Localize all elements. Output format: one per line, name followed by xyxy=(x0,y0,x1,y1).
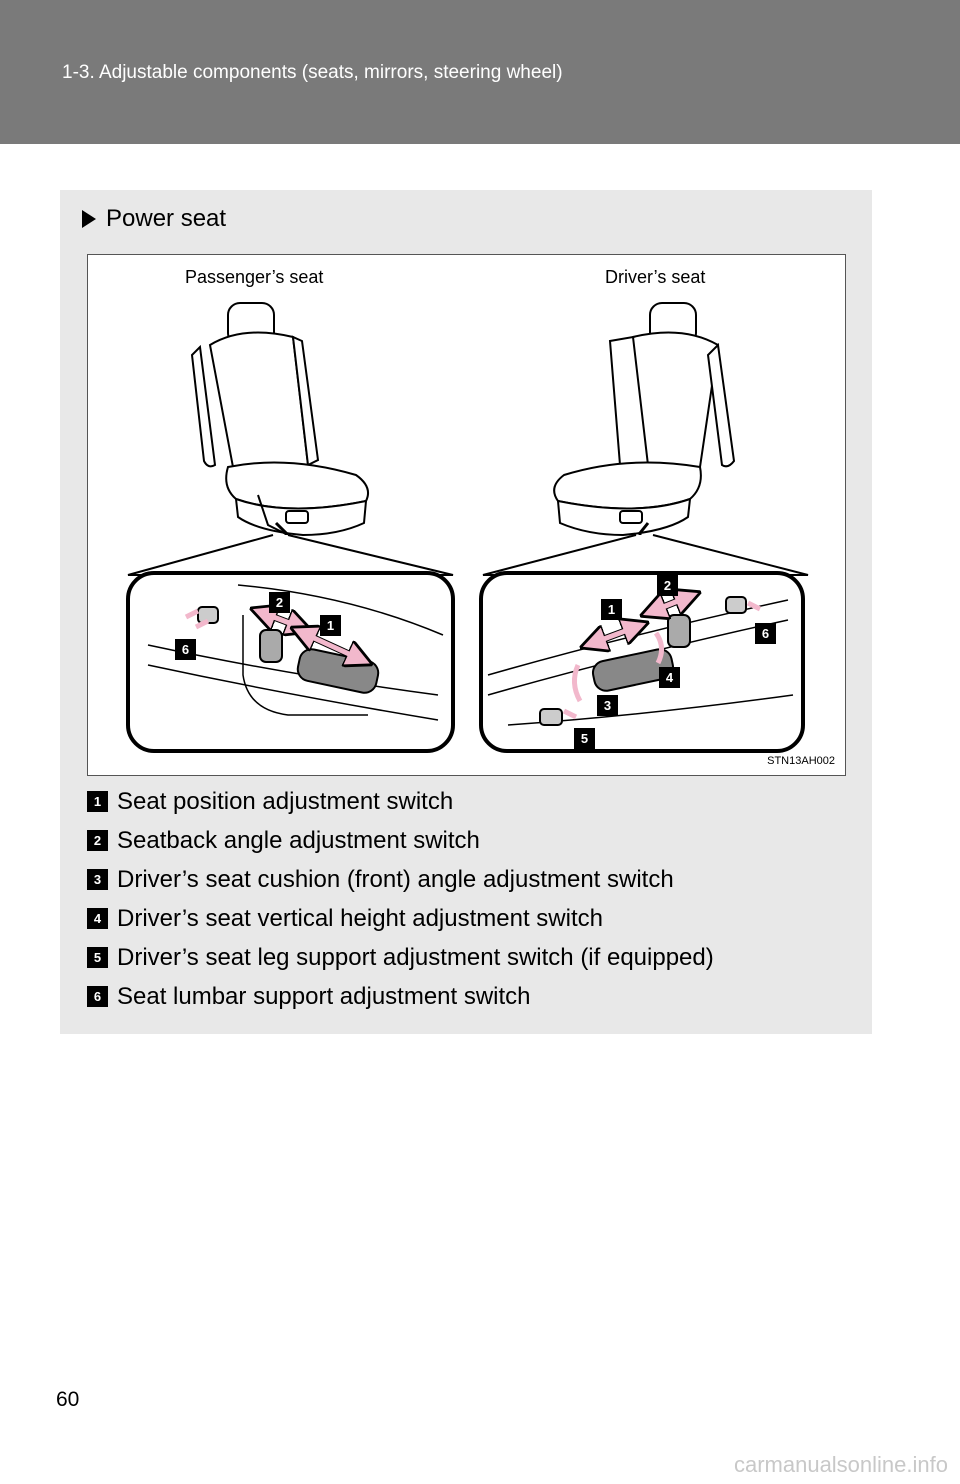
image-code: STN13AH002 xyxy=(767,755,835,767)
legend-item: 3 Driver’s seat cushion (front) angle ad… xyxy=(87,860,714,899)
legend-number-badge: 3 xyxy=(87,869,108,890)
legend-item: 4 Driver’s seat vertical height adjustme… xyxy=(87,899,714,938)
switch-legend: 1 Seat position adjustment switch 2 Seat… xyxy=(87,782,714,1016)
legend-text: Seat lumbar support adjustment switch xyxy=(117,982,531,1010)
callout-6-passenger: 6 xyxy=(175,639,196,660)
legend-number-badge: 4 xyxy=(87,908,108,929)
legend-number-badge: 2 xyxy=(87,830,108,851)
legend-number-badge: 1 xyxy=(87,791,108,812)
callout-2-passenger: 2 xyxy=(269,592,290,613)
passenger-seat-label: Passenger’s seat xyxy=(185,267,324,287)
callout-6-driver: 6 xyxy=(755,623,776,644)
passenger-zoom-connector xyxy=(127,534,454,576)
callout-5-driver: 5 xyxy=(574,728,595,749)
legend-item: 5 Driver’s seat leg support adjustment s… xyxy=(87,938,714,977)
legend-item: 1 Seat position adjustment switch xyxy=(87,782,714,821)
section-heading-text: Power seat xyxy=(106,205,227,232)
seat-illustration xyxy=(126,302,809,753)
section-heading: Power seat xyxy=(82,205,226,233)
callout-1-passenger: 1 xyxy=(320,615,341,636)
callout-3-driver: 3 xyxy=(597,695,618,716)
legend-item: 6 Seat lumbar support adjustment switch xyxy=(87,977,714,1016)
passenger-zoom-view xyxy=(126,571,455,753)
driver-seat-label: Driver’s seat xyxy=(605,267,706,287)
legend-text: Driver’s seat vertical height adjustment… xyxy=(117,904,603,932)
driver-zoom-view xyxy=(479,571,805,753)
legend-text: Seat position adjustment switch xyxy=(117,787,454,815)
callout-1-driver: 1 xyxy=(601,599,622,620)
driver-zoom-connector xyxy=(482,534,809,576)
passenger-seat-drawing xyxy=(190,302,369,537)
callout-2-driver: 2 xyxy=(657,575,678,596)
driver-seat-drawing xyxy=(553,302,736,537)
legend-text: Driver’s seat cushion (front) angle adju… xyxy=(117,865,674,893)
page-header: 1-3. Adjustable components (seats, mirro… xyxy=(0,0,960,144)
legend-text: Driver’s seat leg support adjustment swi… xyxy=(117,943,714,971)
watermark: carmanualsonline.info xyxy=(733,1452,948,1477)
chapter-title: 1-3. Adjustable components (seats, mirro… xyxy=(62,62,563,83)
legend-text: Seatback angle adjustment switch xyxy=(117,826,480,854)
page-number: 60 xyxy=(56,1388,80,1411)
legend-item: 2 Seatback angle adjustment switch xyxy=(87,821,714,860)
callout-4-driver: 4 xyxy=(659,667,680,688)
triangle-bullet-icon xyxy=(82,210,96,228)
legend-number-badge: 6 xyxy=(87,986,108,1007)
power-seat-figure: Passenger’s seat Driver’s seat xyxy=(87,254,846,776)
legend-number-badge: 5 xyxy=(87,947,108,968)
